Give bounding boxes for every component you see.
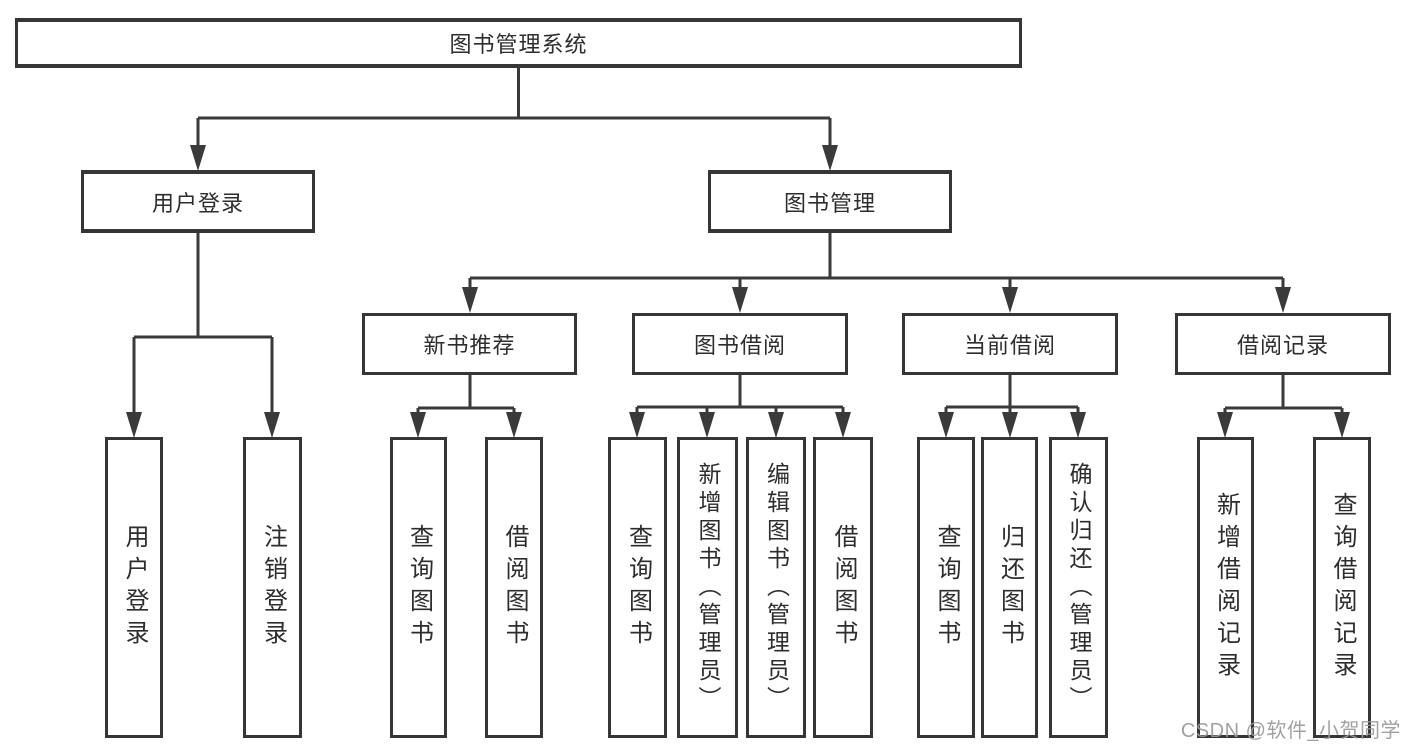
leaf-user-login-label: 用户登录 bbox=[121, 523, 148, 652]
leaf-logout-label: 注销登录 bbox=[259, 523, 287, 652]
root-connector bbox=[196, 68, 832, 150]
leaf-borrowing-edit: 编辑图书（管理员） bbox=[746, 437, 806, 738]
leaf-newbooks-query: 查询图书 bbox=[390, 437, 447, 738]
leaf-borrowing-borrow-label: 借阅图书 bbox=[830, 523, 857, 652]
user-login-node-label: 用户登录 bbox=[151, 190, 244, 216]
leaf-records-add: 新增借阅记录 bbox=[1197, 437, 1254, 738]
current-borrow-section-label: 当前借阅 bbox=[963, 333, 1056, 358]
leaf-newbooks-borrow-label: 借阅图书 bbox=[501, 523, 528, 652]
borrowing-section-node: 图书借阅 bbox=[632, 313, 848, 375]
book-management-node: 图书管理 bbox=[708, 170, 952, 233]
records-section-node: 借阅记录 bbox=[1175, 313, 1391, 375]
new-books-branch bbox=[416, 375, 516, 416]
leaf-current-query: 查询图书 bbox=[917, 437, 975, 738]
new-books-section-label: 新书推荐 bbox=[423, 333, 516, 358]
book-management-node-label: 图书管理 bbox=[783, 190, 876, 216]
leaf-borrowing-add: 新增图书（管理员） bbox=[677, 437, 738, 738]
root-node-label: 图书管理系统 bbox=[449, 32, 588, 57]
book-mgmt-branch bbox=[468, 232, 1285, 292]
leaf-borrowing-edit-label: 编辑图书（管理员） bbox=[763, 461, 790, 714]
leaf-newbooks-borrow: 借阅图书 bbox=[485, 437, 543, 738]
leaf-borrowing-add-label: 新增图书（管理员） bbox=[695, 461, 721, 714]
leaf-current-return-label: 归还图书 bbox=[996, 523, 1024, 652]
leaf-user-login: 用户登录 bbox=[105, 437, 163, 738]
leaf-borrowing-query-label: 查询图书 bbox=[624, 523, 652, 652]
leaf-borrowing-query: 查询图书 bbox=[608, 437, 667, 738]
leaf-records-query-label: 查询借阅记录 bbox=[1329, 491, 1356, 684]
leaf-records-query: 查询借阅记录 bbox=[1313, 437, 1371, 738]
records-section-label: 借阅记录 bbox=[1236, 333, 1329, 358]
borrowing-branch bbox=[635, 375, 845, 414]
borrowing-section-label: 图书借阅 bbox=[693, 333, 786, 358]
leaf-borrowing-borrow: 借阅图书 bbox=[813, 437, 873, 738]
leaf-records-add-label: 新增借阅记录 bbox=[1212, 491, 1240, 684]
current-borrow-section-node: 当前借阅 bbox=[902, 313, 1118, 375]
leaf-newbooks-query-label: 查询图书 bbox=[405, 523, 433, 652]
records-branch bbox=[1223, 375, 1344, 416]
new-books-section-node: 新书推荐 bbox=[362, 313, 577, 375]
leaf-logout: 注销登录 bbox=[243, 437, 302, 738]
leaf-current-confirm-label: 确认归还（管理员） bbox=[1066, 461, 1092, 714]
leaf-current-confirm: 确认归还（管理员） bbox=[1049, 437, 1108, 738]
leaf-current-query-label: 查询图书 bbox=[933, 523, 960, 652]
user-login-node: 用户登录 bbox=[81, 170, 315, 233]
watermark: CSDN @软件_小贺同学 bbox=[1180, 720, 1401, 742]
leaf-current-return: 归还图书 bbox=[981, 437, 1038, 738]
user-login-branch bbox=[132, 232, 274, 416]
root-node: 图书管理系统 bbox=[15, 18, 1022, 68]
current-branch bbox=[944, 375, 1080, 414]
